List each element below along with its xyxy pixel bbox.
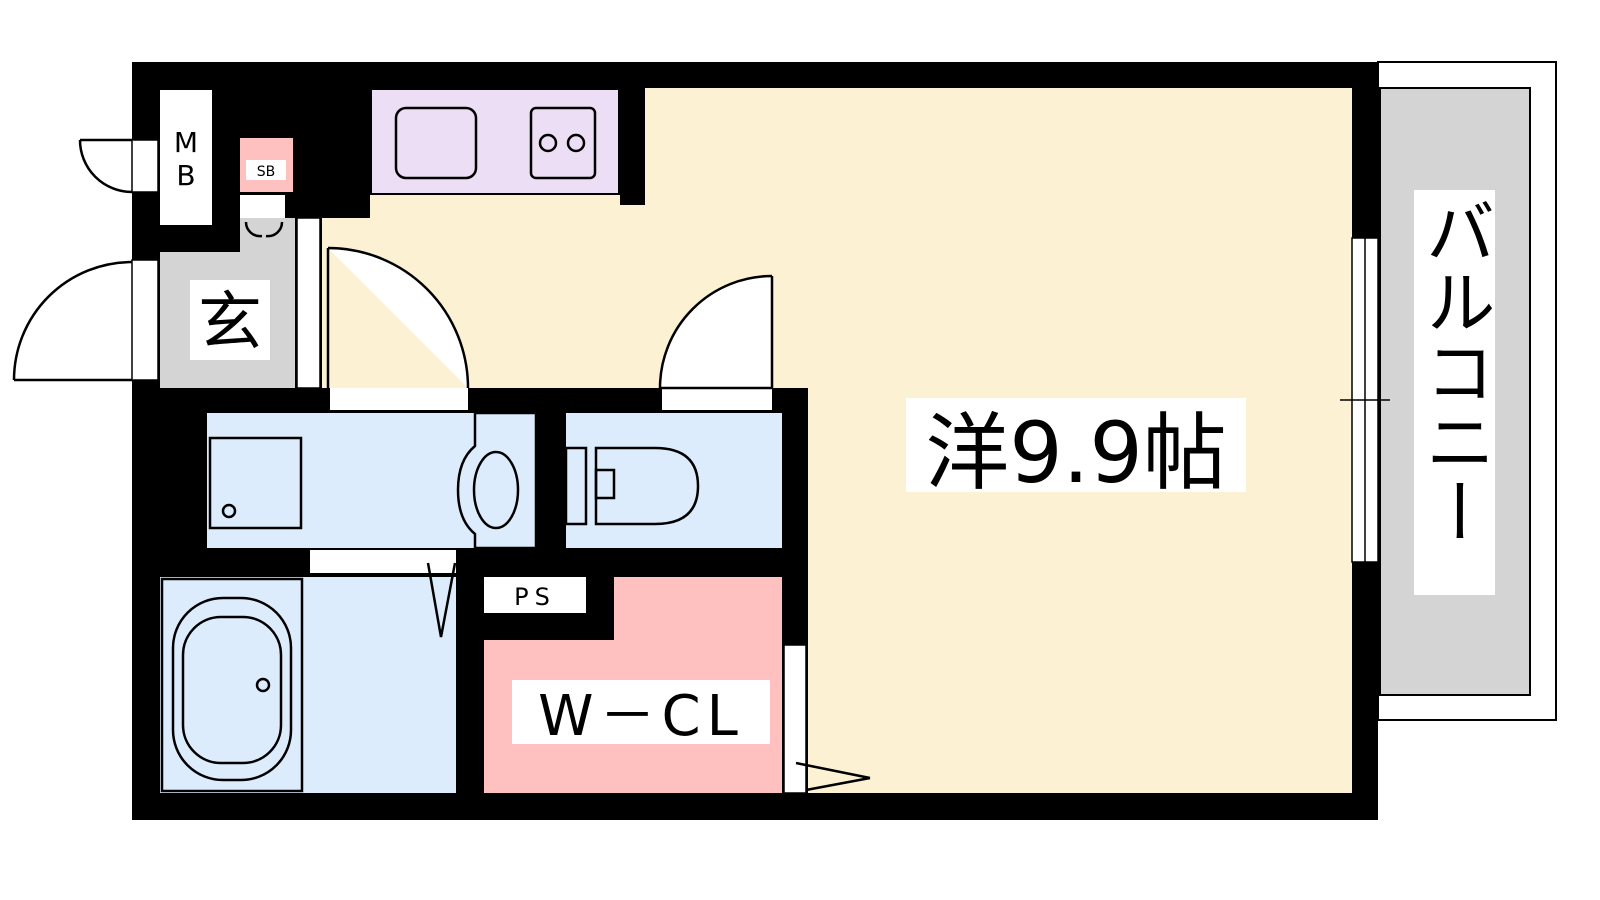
western-room <box>322 88 1352 793</box>
entrance-label: 玄 <box>198 286 262 360</box>
bathroom-door[interactable] <box>426 562 457 638</box>
toilet-icon <box>564 446 588 526</box>
balcony-label-bg <box>1414 190 1495 595</box>
stove-icon <box>529 106 597 180</box>
washroom <box>207 413 536 548</box>
meter-box-door[interactable] <box>78 138 133 194</box>
washing-machine-pan <box>208 436 303 530</box>
balcony-label: バルコニー <box>1414 196 1496 546</box>
western-room-label: 洋9.9帖 <box>925 404 1227 502</box>
shoe-box-label: SB <box>257 164 276 180</box>
toilet-door[interactable] <box>658 274 774 390</box>
front-door[interactable] <box>12 260 133 382</box>
sink-icon <box>394 106 478 180</box>
washroom-door[interactable] <box>326 246 470 389</box>
washbasin-icon <box>456 411 538 550</box>
walk-in-closet-label: W－CL <box>538 684 744 749</box>
pipe-space <box>484 577 586 613</box>
western-room-label-bg <box>906 398 1246 492</box>
closet-door[interactable] <box>795 761 871 792</box>
meter-box-label: MB <box>170 126 203 192</box>
toilet-room <box>566 413 782 548</box>
bathtub-icon <box>160 577 304 793</box>
sliding-door[interactable] <box>296 217 321 389</box>
pipe-space-label: PS <box>514 583 556 611</box>
meter-box <box>160 90 212 225</box>
bathroom <box>160 577 456 793</box>
